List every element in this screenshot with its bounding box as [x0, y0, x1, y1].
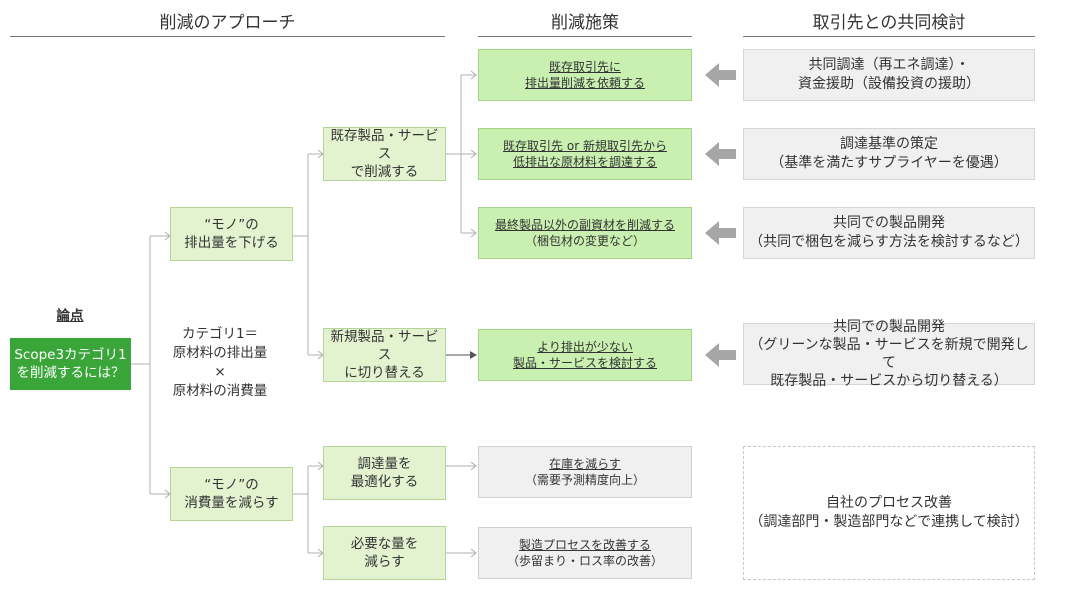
- measure-0-line1: 既存取引先に: [548, 59, 621, 74]
- level2-0-line1: 既存製品・サービス: [330, 127, 439, 162]
- joint-3-line2: （グリーンな製品・サービスを新規で開発して: [749, 336, 1029, 371]
- joint-procurement-funding: 共同調達（再エネ調達）・ 資金援助（設備投資の援助）: [743, 49, 1035, 101]
- joint-2-line1: 共同での製品開発: [833, 215, 945, 232]
- header-measures-rule: [478, 36, 692, 37]
- joint-0-line2: 資金援助（設備投資の援助）: [798, 76, 980, 92]
- measure-reduce-inventory: 在庫を減らす （需要予測精度向上）: [478, 446, 692, 498]
- measure-0-line2: 排出量削減を依頼する: [524, 76, 645, 90]
- joint-1-line1: 調達基準の策定: [840, 136, 938, 153]
- root-line2: を削減するには？: [16, 365, 125, 381]
- level2-2-line1: 調達量を: [357, 455, 412, 472]
- measure-reduce-secondary-materials: 最終製品以外の副資材を削減する （梱包材の変更など）: [478, 207, 692, 259]
- joint-2-line2: （共同で梱包を減らす方法を検討するなど）: [749, 234, 1029, 250]
- measure-4-line2: （需要予測精度向上）: [524, 473, 645, 487]
- measure-2-line1: 最終製品以外の副資材を削減する: [494, 217, 675, 232]
- measure-2-line2: （梱包材の変更など）: [524, 234, 645, 248]
- formula-line1: カテゴリ1＝: [181, 326, 259, 342]
- joint-3-line1: 共同での製品開発: [833, 318, 945, 335]
- measure-low-emission-materials: 既存取引先 or 新規取引先から 低排出な原材料を調達する: [478, 128, 692, 180]
- level2-3-line2: 減らす: [364, 554, 405, 570]
- measure-1-line2: 低排出な原材料を調達する: [512, 155, 657, 169]
- level2-1-line1: 新規製品・サービス: [330, 328, 439, 363]
- approach-reduce-emissions: “モノ”の 排出量を下げる: [170, 207, 293, 261]
- level1-0-line2: 排出量を下げる: [184, 235, 279, 251]
- internal-line2: （調達部門・製造部門などで連携して検討）: [749, 514, 1029, 530]
- formula-line4: 原材料の消費量: [172, 382, 268, 399]
- measure-5-line2: （歩留まり・ロス率の改善）: [506, 554, 663, 568]
- measure-improve-process: 製造プロセスを改善する （歩留まり・ロス率の改善）: [478, 527, 692, 579]
- level2-2-line2: 最適化する: [350, 474, 419, 490]
- level2-1-line2: に切り替える: [344, 365, 425, 382]
- measure-4-line1: 在庫を減らす: [549, 456, 621, 471]
- header-joint-rule: [743, 36, 1035, 37]
- internal-line1: 自社のプロセス改善: [826, 495, 952, 512]
- header-approach: 削減のアプローチ: [159, 13, 296, 33]
- joint-1-line2: （基準を満たすサプライヤーを優遇）: [770, 155, 1008, 171]
- header-measures: 削減施策: [551, 13, 619, 33]
- approach-optimize-procurement: 調達量を 最適化する: [323, 446, 446, 500]
- measure-3-line1: より排出が少ない: [537, 339, 633, 354]
- header-joint: 取引先との共同検討: [812, 13, 966, 33]
- measure-request-suppliers: 既存取引先に 排出量削減を依頼する: [478, 49, 692, 101]
- level1-1-line2: 消費量を減らす: [184, 495, 279, 511]
- approach-existing-products: 既存製品・サービス で削減する: [323, 127, 446, 181]
- root-line1: Scope3カテゴリ1: [14, 346, 127, 363]
- level1-1-line1: “モノ”の: [204, 476, 259, 493]
- measure-5-line1: 製造プロセスを改善する: [518, 537, 651, 552]
- approach-new-products: 新規製品・サービス に切り替える: [323, 328, 446, 382]
- measure-lower-emission-products: より排出が少ない 製品・サービスを検討する: [478, 329, 692, 381]
- joint-product-development-packaging: 共同での製品開発 （共同で梱包を減らす方法を検討するなど）: [743, 207, 1035, 259]
- joint-product-development-green: 共同での製品開発 （グリーンな製品・サービスを新規で開発して 既存製品・サービス…: [743, 319, 1035, 389]
- measure-1-line1: 既存取引先 or 新規取引先から: [503, 138, 667, 153]
- level2-3-line1: 必要な量を: [350, 535, 419, 552]
- approach-reduce-consumption: “モノ”の 消費量を減らす: [170, 467, 293, 521]
- joint-procurement-standards: 調達基準の策定 （基準を満たすサプライヤーを優遇）: [743, 128, 1035, 180]
- approach-reduce-required: 必要な量を 減らす: [323, 526, 446, 580]
- root-node: Scope3カテゴリ1 を削減するには？: [10, 338, 131, 390]
- header-approach-rule: [10, 36, 445, 37]
- formula-line2: 原材料の排出量: [172, 344, 268, 361]
- joint-3-line3: 既存製品・サービスから切り替える）: [770, 373, 1008, 390]
- issue-label: 論点: [56, 308, 84, 324]
- measure-3-line2: 製品・サービスを検討する: [512, 356, 657, 370]
- formula-line3: ×: [214, 363, 226, 380]
- internal-process-improvement: 自社のプロセス改善 （調達部門・製造部門などで連携して検討）: [743, 446, 1035, 580]
- formula-note: カテゴリ1＝ 原材料の排出量 × 原材料の消費量: [150, 325, 290, 401]
- level2-0-line2: で削減する: [350, 164, 419, 181]
- level1-0-line1: “モノ”の: [204, 216, 259, 233]
- joint-0-line1: 共同調達（再エネ調達）・: [808, 57, 970, 74]
